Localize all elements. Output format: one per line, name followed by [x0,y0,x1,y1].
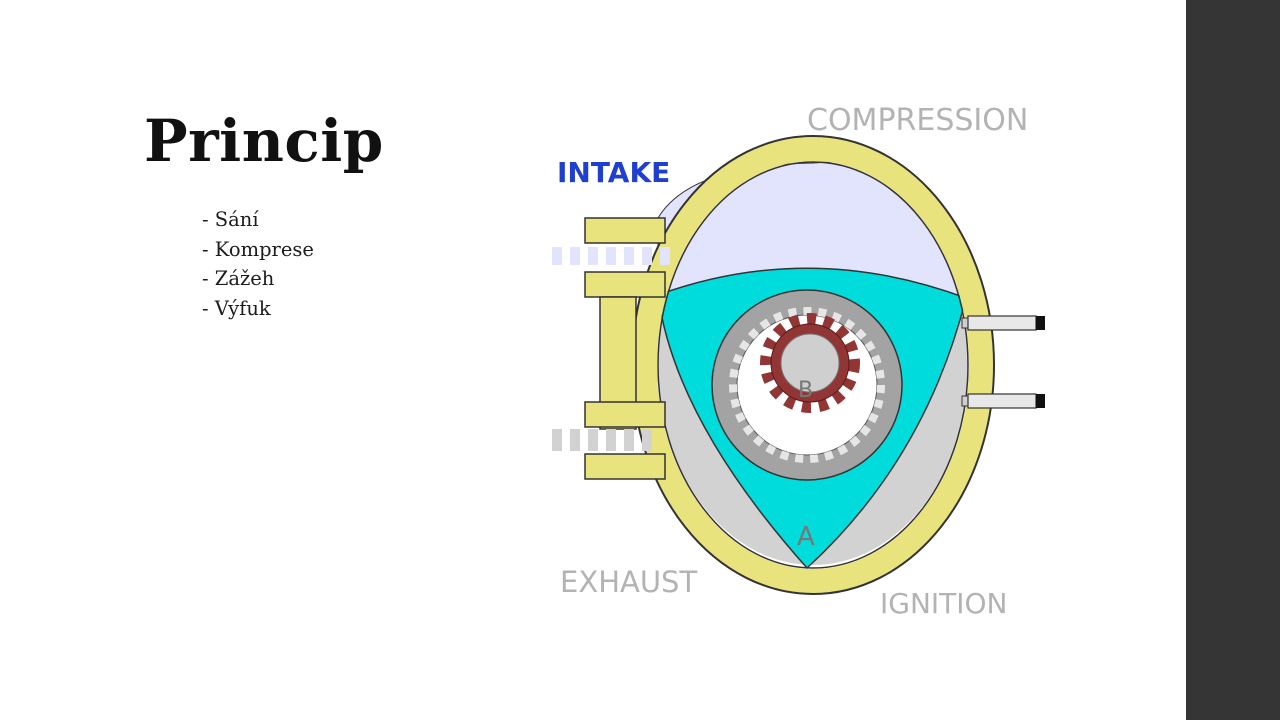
bullet-item: Sání [202,205,314,235]
shaft [780,333,840,393]
housing [633,137,993,593]
exhaust-port-lower [584,453,666,480]
shaft-label: B [798,378,813,403]
exhaust-flow [552,429,652,451]
compression-label: COMPRESSION [807,103,1028,138]
bullet-item: Komprese [202,235,314,265]
wankel-diagram-svg: COMPRESSION INTAKE EXHAUST IGNITION A B [552,103,1045,620]
exhaust-label: EXHAUST [560,565,697,599]
sidebar-decoration [1186,0,1280,720]
bullet-list: Sání Komprese Zážeh Výfuk [202,205,314,323]
slide-title: Princip [144,107,384,175]
intake-label: INTAKE [557,156,670,189]
exhaust-port-upper [584,401,666,428]
shaft-gear-teeth [760,313,860,413]
spark-plugs [961,315,1045,409]
intake-flow [552,247,670,265]
bullet-item: Zážeh [202,264,314,294]
intake-port-lower [584,271,666,298]
bullet-item: Výfuk [202,294,314,324]
ignition-label: IGNITION [880,587,1008,620]
wankel-engine-diagram: COMPRESSION INTAKE EXHAUST IGNITION A B [545,95,1045,620]
intake-port-upper [584,217,666,244]
rotor-apex-label: A [797,522,815,552]
